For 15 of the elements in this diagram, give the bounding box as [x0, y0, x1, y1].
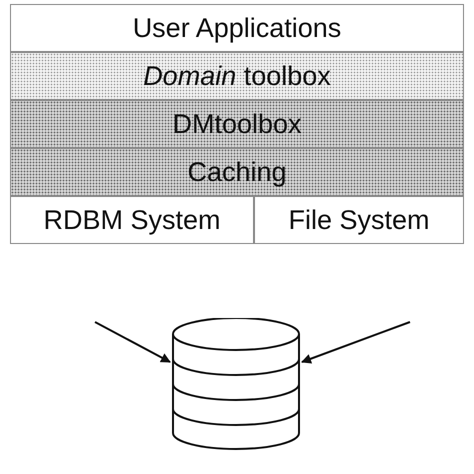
- arrow: [301, 321, 410, 364]
- layer-label: Domain toolbox: [143, 60, 331, 92]
- layer-box: [10, 52, 464, 100]
- layer-label: Caching: [187, 156, 287, 188]
- database-cylinder: [172, 318, 300, 450]
- layer-label: DMtoolbox: [172, 108, 302, 140]
- layer-box: [10, 196, 254, 244]
- layer-label: RDBM System: [43, 204, 221, 236]
- arrow: [94, 321, 171, 363]
- layer-box: [10, 148, 464, 196]
- layer-box: [10, 4, 464, 52]
- layer-box: [254, 196, 464, 244]
- layer-label: User Applications: [132, 12, 342, 44]
- layer-box: [10, 100, 464, 148]
- layer-label: File System: [288, 204, 430, 236]
